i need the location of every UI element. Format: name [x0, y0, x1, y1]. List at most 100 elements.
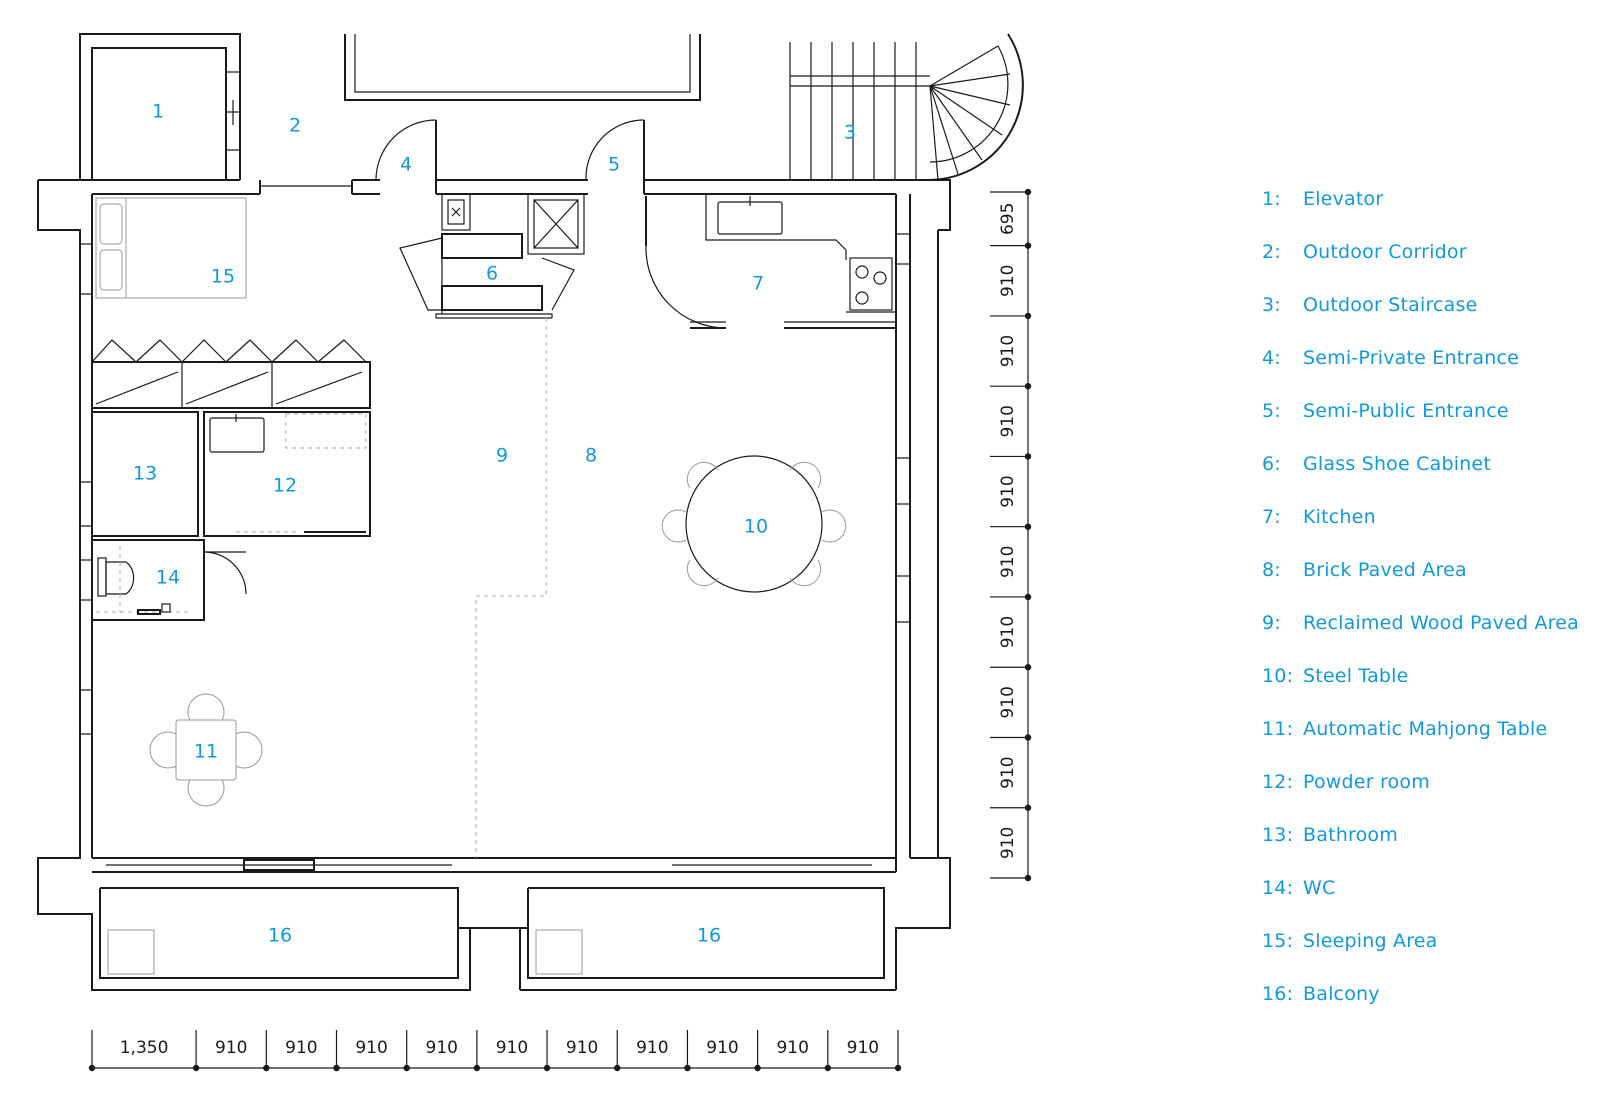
shoe-cabinet	[399, 193, 585, 319]
dimension-dot	[192, 1064, 200, 1072]
legend-item: 14:WC	[1262, 877, 1592, 930]
dimension-dot	[1024, 874, 1032, 882]
room-number-6: 6	[486, 263, 498, 285]
dimension-dot	[1024, 453, 1032, 460]
legend-item: 4: Semi-Private Entrance	[1262, 347, 1592, 400]
dimension-dot	[543, 1064, 551, 1072]
steel-table	[661, 455, 847, 593]
legend-label: Automatic Mahjong Table	[1303, 718, 1548, 740]
legend-number: 2:	[1262, 241, 1281, 263]
room-number-14: 14	[156, 567, 180, 589]
dimension-label: 910	[998, 756, 1018, 788]
legend-item: 10: Steel Table	[1262, 665, 1592, 718]
legend-item: 2:Outdoor Corridor	[1262, 241, 1592, 294]
dimension-label: 910	[215, 1038, 247, 1058]
closets	[91, 339, 371, 409]
dimension-label: 910	[998, 827, 1018, 859]
dimension-label: 910	[566, 1038, 598, 1058]
legend-number: 10:	[1262, 665, 1294, 687]
entrance-door-4	[375, 119, 437, 194]
dimension-dot	[263, 1064, 270, 1072]
legend-item: 12:Powder room	[1262, 771, 1592, 824]
dimension-dot	[1024, 523, 1032, 530]
corridor-void	[344, 34, 701, 101]
legend-label: Elevator	[1303, 188, 1384, 210]
room-number-13: 13	[133, 463, 157, 485]
legend-item: 7:Kitchen	[1262, 506, 1592, 559]
dimension-dot	[333, 1064, 340, 1072]
room-number-12: 12	[273, 475, 297, 497]
dimension-label: 910	[998, 546, 1018, 578]
windows	[79, 233, 911, 871]
legend-item: 5: Semi-Public Entrance	[1262, 400, 1592, 453]
legend-label: Powder room	[1303, 771, 1430, 793]
mahjong-table	[149, 693, 263, 807]
legend-item: 1: Elevator	[1262, 188, 1592, 241]
dimension-dot	[894, 1064, 902, 1072]
legend-number: 14:	[1262, 877, 1294, 899]
room-number-8: 8	[585, 445, 597, 467]
dimension-label: 695	[998, 203, 1018, 235]
balconies	[91, 887, 896, 991]
room-number-10: 10	[744, 516, 768, 538]
room-number-16-left: 16	[268, 925, 292, 947]
legend-label: Semi-Private Entrance	[1303, 347, 1520, 369]
outdoor-staircase	[789, 42, 930, 180]
room-numbers: 1 2 3 4 5 6 7 8 9 10 11 12 13 14 15 16 1…	[133, 101, 856, 947]
paving-boundary	[475, 318, 547, 858]
room-number-5: 5	[608, 154, 620, 176]
room-number-11: 11	[194, 741, 218, 763]
dimension-label: 910	[847, 1038, 879, 1058]
legend-item: 3: Outdoor Staircase	[1262, 294, 1592, 347]
dimension-dot	[473, 1064, 481, 1072]
legend-item: 9: Reclaimed Wood Paved Area	[1262, 612, 1592, 665]
legend-label: Semi-Public Entrance	[1303, 400, 1509, 422]
legend-number: 9:	[1262, 612, 1281, 634]
legend-item: 15: Sleeping Area	[1262, 930, 1592, 983]
legend-item: 13:Bathroom	[1262, 824, 1592, 877]
sleeping-area-bed	[95, 197, 247, 299]
dimension-label: 910	[706, 1038, 738, 1058]
legend-item: 11:Automatic Mahjong Table	[1262, 718, 1592, 771]
legend-label: Sleeping Area	[1303, 930, 1438, 952]
room-number-9: 9	[496, 445, 508, 467]
legend-number: 1:	[1262, 188, 1281, 210]
kitchen-counter	[645, 194, 896, 329]
legend-number: 3:	[1262, 294, 1281, 316]
room-number-1: 1	[152, 101, 164, 123]
room-number-15: 15	[211, 266, 235, 288]
dimension-label: 910	[998, 475, 1018, 507]
dimension-label: 910	[998, 616, 1018, 648]
dimension-label: 910	[285, 1038, 317, 1058]
room-number-3: 3	[844, 122, 856, 144]
dimension-dot	[1024, 382, 1032, 390]
legend-label: Steel Table	[1303, 665, 1409, 687]
room-number-7: 7	[752, 273, 764, 295]
dimension-dot	[1024, 804, 1032, 811]
dimension-dot	[1024, 593, 1032, 601]
legend-number: 16:	[1262, 983, 1294, 1005]
room-number-4: 4	[400, 154, 412, 176]
dimension-label: 910	[998, 405, 1018, 437]
legend-label: Kitchen	[1303, 506, 1376, 528]
dimension-dot	[684, 1064, 691, 1072]
dimension-label: 1,350	[120, 1038, 169, 1058]
legend-label: Reclaimed Wood Paved Area	[1303, 612, 1580, 634]
dimension-label: 910	[998, 686, 1018, 718]
dimension-dot	[1024, 242, 1032, 249]
legend-label: Glass Shoe Cabinet	[1303, 453, 1491, 475]
legend-number: 4:	[1262, 347, 1281, 369]
dimension-dot	[1024, 734, 1032, 741]
room-number-16-right: 16	[697, 925, 721, 947]
legend-number: 13:	[1262, 824, 1294, 846]
legend-number: 15:	[1262, 930, 1294, 952]
legend-label: Outdoor Staircase	[1303, 294, 1478, 316]
room-number-2: 2	[289, 115, 301, 137]
dimension-label: 910	[496, 1038, 528, 1058]
dimension-dot	[1024, 664, 1032, 671]
legend-number: 5:	[1262, 400, 1281, 422]
dimension-label: 910	[776, 1038, 808, 1058]
entrance-door-5	[585, 119, 645, 194]
